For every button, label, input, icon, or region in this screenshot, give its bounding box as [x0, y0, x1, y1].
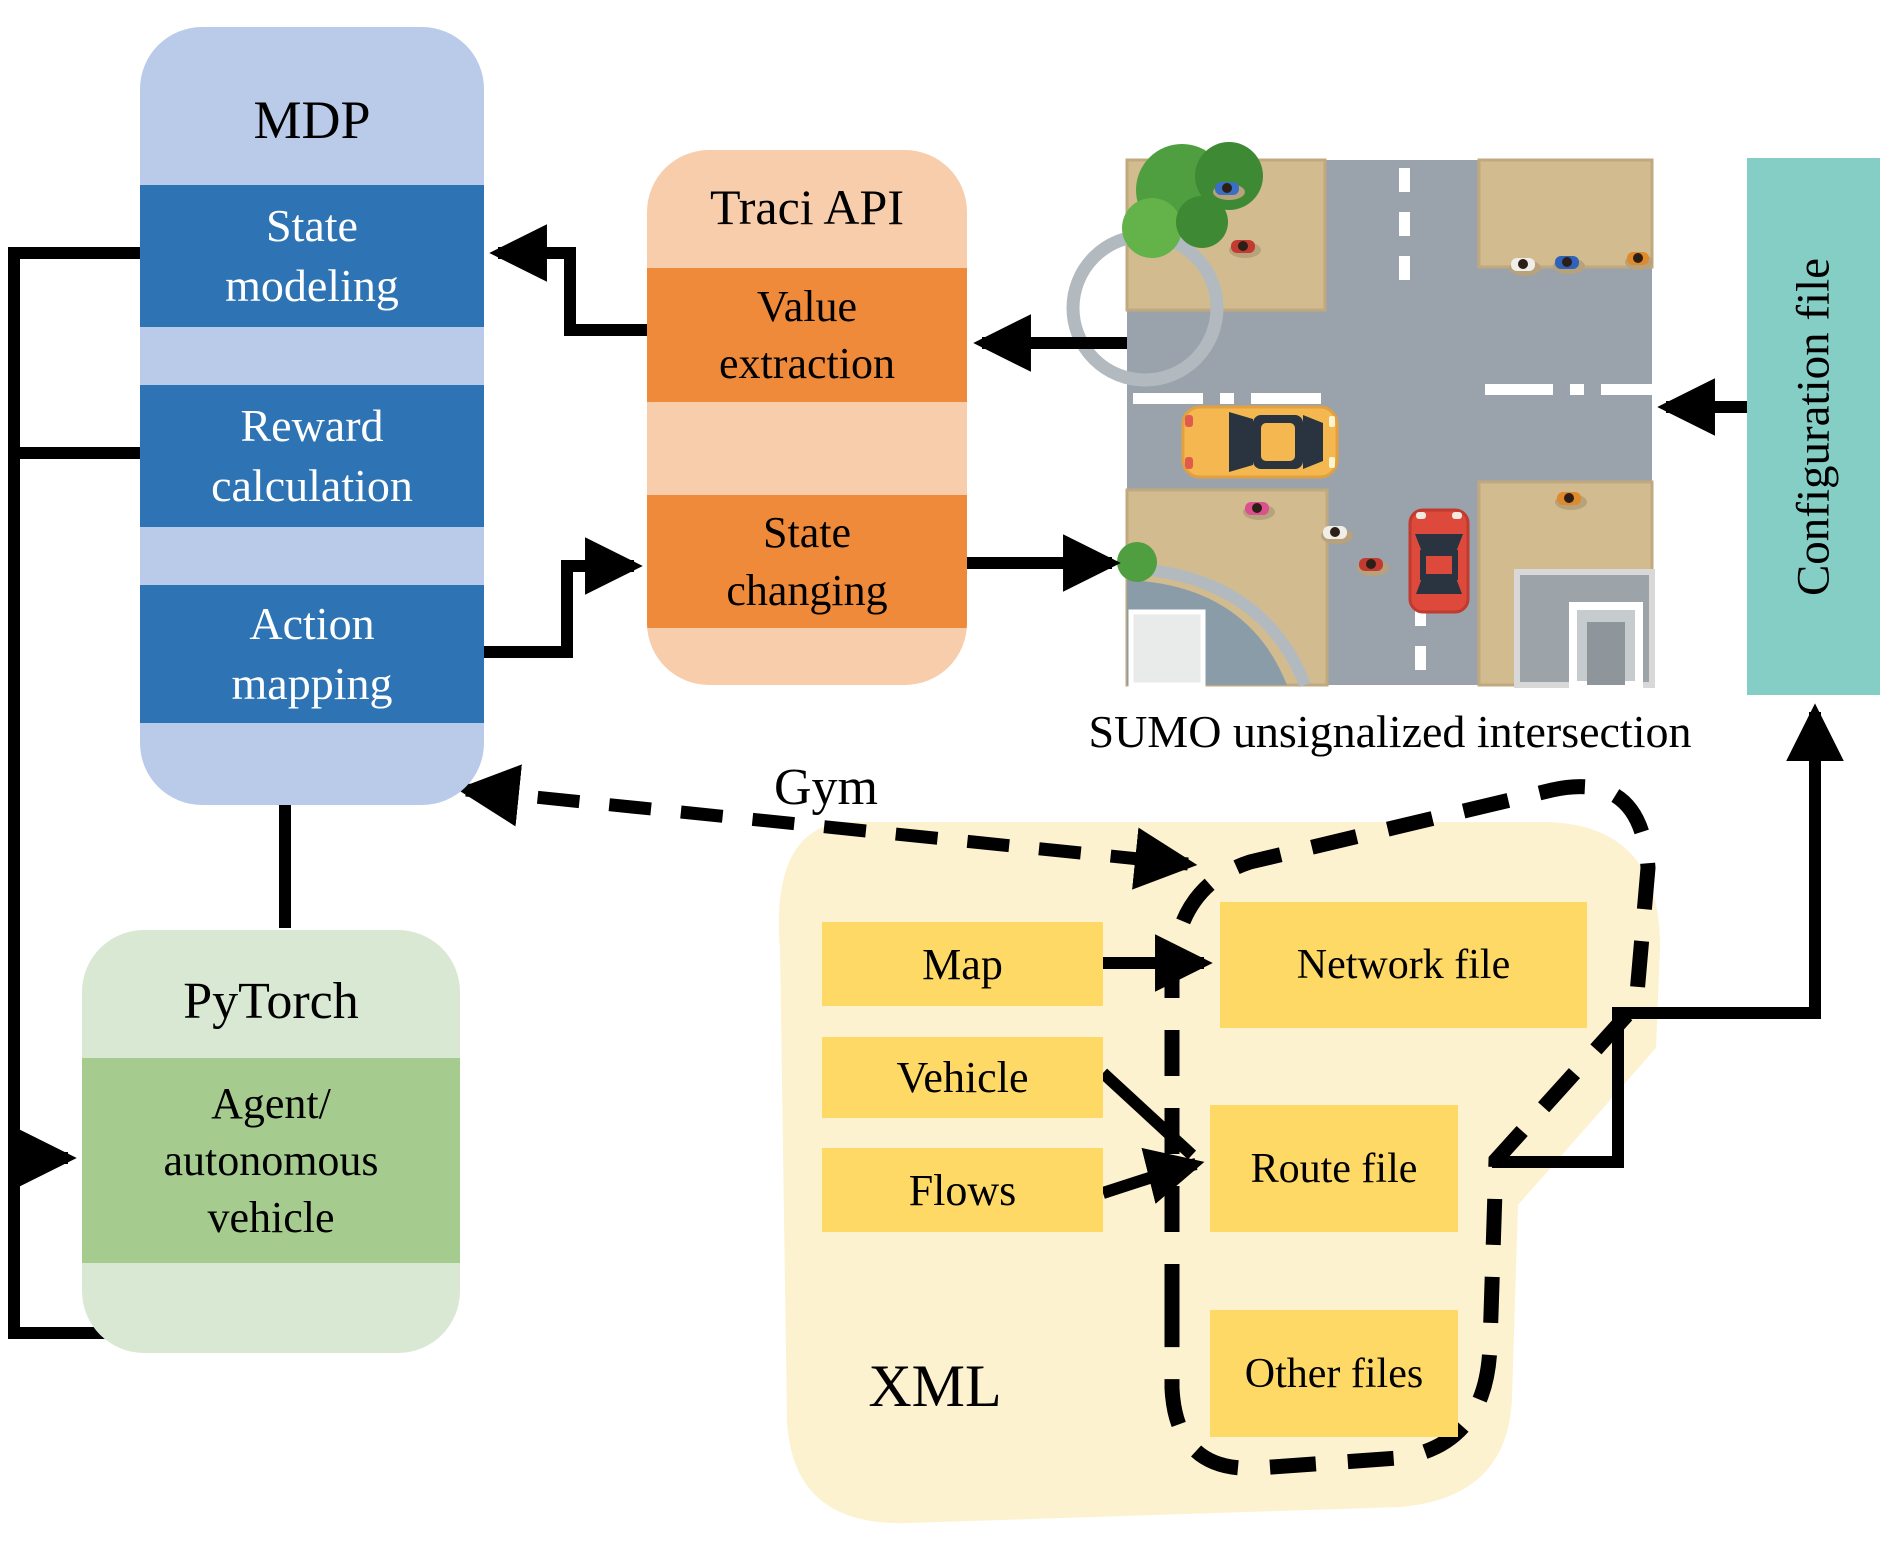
traci-item-state-changing: State changing — [647, 495, 967, 628]
xml-input-map: Map — [822, 922, 1103, 1006]
line-vehicle-to-routefile — [1098, 1068, 1197, 1160]
mdp-item-state-modeling: State modeling — [140, 185, 484, 327]
xml-input-vehicle: Vehicle — [822, 1037, 1103, 1118]
sumo-caption: SUMO unsignalized intersection — [1088, 706, 1692, 757]
arrow-gym-dashed — [456, 764, 1198, 890]
xml-files-dashed-border — [1164, 779, 1656, 1476]
arrow-action-mapping-to-state-changing — [484, 537, 643, 658]
pytorch-box: PyTorch Agent/ autonomous vehicle — [82, 930, 460, 1353]
traci-item-value-extraction: Value extraction — [647, 268, 967, 402]
gym-label: Gym — [774, 759, 878, 816]
pytorch-agent: Agent/ autonomous vehicle — [82, 1058, 460, 1263]
arrow-value-extraction-to-state-modeling — [489, 224, 647, 336]
traci-api-title: Traci API — [709, 179, 905, 235]
xml-file-network: Network file — [1220, 902, 1587, 1028]
mdp-item-reward-calculation: Reward calculation — [140, 385, 484, 527]
traci-api-box: Traci API Value extraction State changin… — [647, 150, 967, 685]
xml-title: XML — [868, 1353, 1002, 1419]
arrow-flows-to-routefile — [1101, 1147, 1205, 1204]
xml-file-other: Other files — [1210, 1310, 1458, 1437]
sumo-intersection-image — [1066, 142, 1655, 689]
arrow-routefile-to-config — [1492, 703, 1844, 1168]
xml-input-flows: Flows — [822, 1148, 1103, 1232]
pedestrians — [1213, 182, 1653, 576]
xml-file-route: Route file — [1210, 1105, 1458, 1232]
configuration-file-label: Configuration file — [1787, 257, 1840, 597]
pytorch-title: PyTorch — [183, 973, 359, 1030]
mdp-title: MDP — [253, 90, 371, 150]
configuration-file-box — [1747, 158, 1880, 695]
mdp-box: MDP State modeling Reward calculation Ac… — [140, 27, 484, 805]
mdp-item-action-mapping: Action mapping — [140, 585, 484, 723]
